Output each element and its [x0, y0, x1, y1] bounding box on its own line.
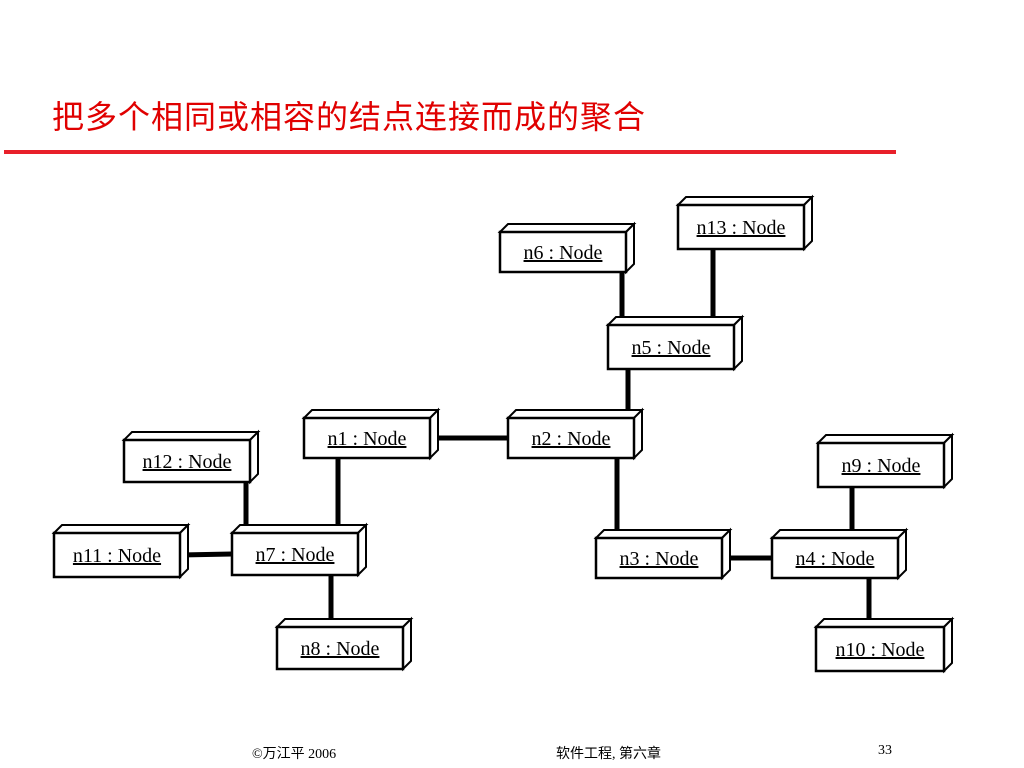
node-front-face — [814, 625, 946, 673]
node-n10: n10 : Node — [813, 616, 955, 674]
node-front-face — [302, 416, 432, 460]
node-label: n10 : Node — [836, 639, 925, 661]
node-front-face — [230, 531, 360, 577]
page-number: 33 — [878, 743, 892, 758]
node-label: n7 : Node — [256, 544, 335, 566]
node-n4: n4 : Node — [769, 527, 909, 581]
node-n11: n11 : Node — [51, 522, 191, 580]
node-front-face — [594, 536, 724, 580]
node-label: n13 : Node — [697, 217, 786, 239]
node-front-face — [606, 323, 736, 371]
footer-course: 软件工程, 第六章 — [556, 747, 661, 762]
node-label: n9 : Node — [842, 455, 921, 477]
node-n2: n2 : Node — [505, 407, 645, 461]
node-n8: n8 : Node — [274, 616, 414, 672]
node-front-face — [816, 441, 946, 489]
node-n9: n9 : Node — [815, 432, 955, 490]
node-label: n2 : Node — [532, 428, 611, 450]
node-front-face — [676, 203, 806, 251]
node-n1: n1 : Node — [301, 407, 441, 461]
node-front-face — [122, 438, 252, 484]
node-n5: n5 : Node — [605, 314, 745, 372]
node-label: n6 : Node — [524, 242, 603, 264]
node-n7: n7 : Node — [229, 522, 369, 578]
node-label: n4 : Node — [796, 548, 875, 570]
node-front-face — [52, 531, 182, 579]
title-underline — [4, 150, 896, 154]
node-label: n1 : Node — [328, 428, 407, 450]
node-label: n5 : Node — [632, 337, 711, 359]
nodes: n1 : Node n2 : Node n3 : Node n4 : Node n5 :… — [51, 194, 955, 674]
node-front-face — [770, 536, 900, 580]
node-label: n12 : Node — [143, 451, 232, 473]
node-front-face — [498, 230, 628, 274]
slide-title: 把多个相同或相容的结点连接而成的聚合 — [52, 98, 647, 136]
node-front-face — [275, 625, 405, 671]
node-front-face — [506, 416, 636, 460]
node-n3: n3 : Node — [593, 527, 733, 581]
node-n13: n13 : Node — [675, 194, 815, 252]
footer-copyright: ©万江平 2006 — [252, 747, 337, 762]
node-label: n11 : Node — [73, 545, 161, 567]
node-label: n8 : Node — [301, 638, 380, 660]
node-label: n3 : Node — [620, 548, 699, 570]
node-n6: n6 : Node — [497, 221, 637, 275]
node-n12: n12 : Node — [121, 429, 261, 485]
